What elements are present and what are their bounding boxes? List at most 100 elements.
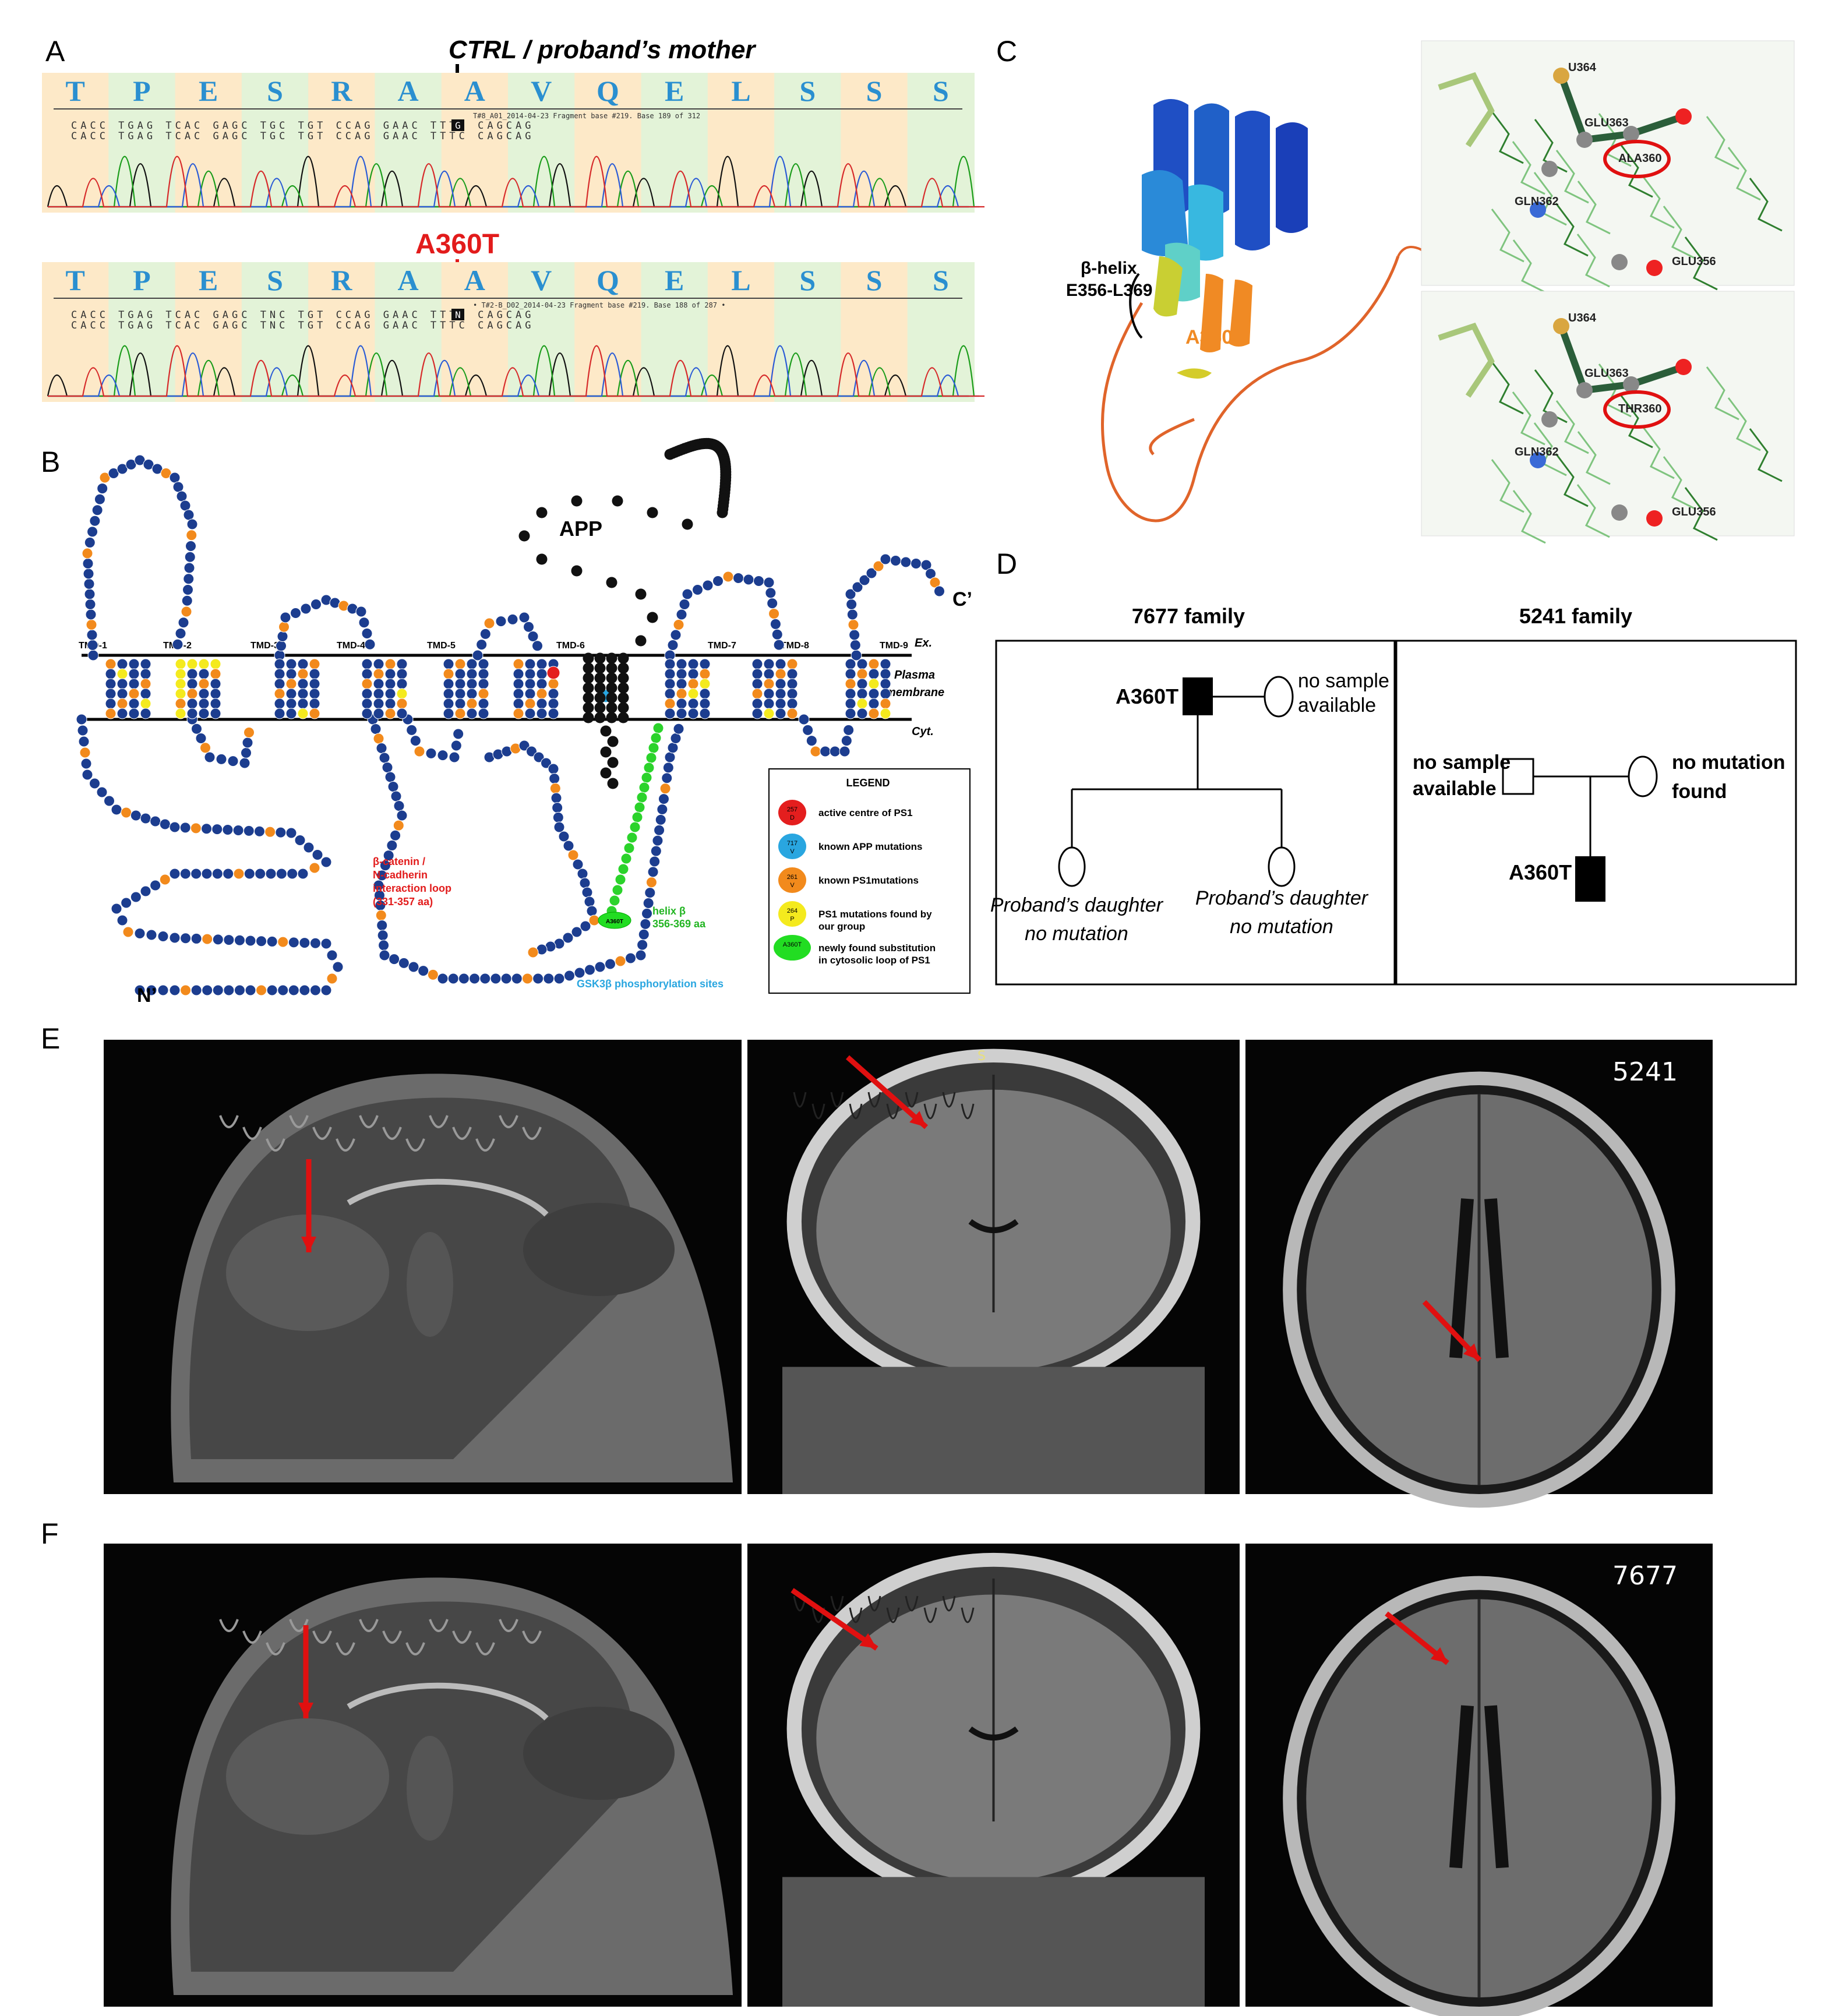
legend-item-text: active centre of PS1 (818, 807, 913, 818)
amino-acid-letter: R (331, 264, 352, 296)
ctrl-label: CTRL / proband’s mother (449, 36, 757, 64)
svg-text:356-369 aa: 356-369 aa (652, 918, 706, 930)
amino-acid-letter: A (398, 264, 419, 296)
highlighted-base: N (455, 309, 461, 320)
panel-c-structure: β-helix E356-L369 A360 U364GLU363ALA360G… (1066, 40, 1795, 544)
ex-label: Ex. (915, 637, 932, 649)
svg-text:available: available (1298, 694, 1376, 716)
tmd-label: TMD-6 (556, 641, 585, 651)
amino-acid-letter: E (199, 75, 218, 107)
tmd-label: TMD-4 (337, 641, 365, 651)
mother-5241-circle (1628, 755, 1658, 797)
base-sequence-2: CACC TGAG TCAC GAGC TNC TGT CCAG GAAC TT… (71, 320, 535, 331)
base-sequence-2: CACC TGAG TCAC GAGC TGC TGT CCAG GAAC TT… (71, 130, 535, 142)
gsk-label: GSK3β phosphorylation sites (577, 978, 724, 990)
ps1-bead-chain: A360T (76, 454, 945, 996)
svg-text:found: found (1672, 781, 1727, 803)
chromatogram-top-bg (42, 73, 975, 213)
a360-label: A360 (1185, 326, 1233, 348)
helix-beta-label: helix β 356-369 aa (652, 905, 706, 930)
beta-helix-range: E356-L369 (1066, 281, 1152, 300)
legend-badge (778, 901, 806, 927)
amino-acid-letter: L (731, 75, 750, 107)
panel-label-d: D (996, 548, 1017, 580)
amino-acid-letter: T (65, 75, 84, 107)
mri-axial (1245, 1544, 1713, 2016)
legend-badge (778, 800, 806, 825)
mri-coronal (747, 1544, 1240, 2007)
panel-d-pedigrees: 7677 family 5241 family A360T no sample … (990, 604, 1797, 986)
legend-item-text: PS1 mutations found by (818, 909, 932, 920)
proband-7677-label: A360T (1116, 684, 1178, 708)
mri-axial (1245, 1040, 1713, 1508)
a360t-badge: A360T (606, 919, 623, 925)
svg-text:A360T: A360T (783, 941, 802, 948)
c-terminus-label: C’ (952, 588, 972, 610)
red-arrow (846, 1055, 928, 1129)
residue-label: GLN362 (1515, 195, 1559, 208)
amino-acid-letter: S (799, 75, 816, 107)
app-label: APP (559, 517, 602, 541)
panel-a-chromatograms: CTRL / proband’s mother T P E S R A A V Q E L S S S T#… (42, 36, 984, 402)
amino-acid-letter: V (531, 75, 552, 107)
panel-label-e: E (41, 1022, 60, 1055)
amino-acid-letter: T (65, 264, 84, 296)
svg-text:no sample: no sample (1298, 670, 1389, 692)
amino-acid-letter: V (531, 264, 552, 296)
legend-badge (778, 867, 806, 893)
mri-coronal (747, 1040, 1240, 1494)
svg-text:helix β: helix β (652, 905, 686, 917)
residue-label: THR360 (1618, 403, 1661, 415)
svg-text:P: P (790, 916, 794, 923)
proband-5241-square (1575, 856, 1605, 902)
mri-sagittal (104, 1040, 742, 1494)
amino-acid-letter: S (933, 264, 949, 296)
residue-label: GLN362 (1515, 446, 1559, 458)
amino-acid-letter: S (799, 264, 816, 296)
svg-text:N-cadherin: N-cadherin (373, 869, 428, 881)
amino-acid-letter: R (331, 75, 352, 107)
read-header: T#8_A01_2014-04-23 Fragment base #219. B… (473, 112, 700, 120)
pedigree-box-7677 (995, 640, 1396, 986)
svg-text:Proband’s daughter: Proband’s daughter (990, 894, 1164, 916)
mri-sagittal (104, 1544, 742, 2007)
amino-acid-letter: Q (597, 264, 619, 296)
panel-label-a: A (45, 35, 65, 68)
svg-text:D: D (790, 814, 795, 821)
amino-acid-letter: S (267, 75, 283, 107)
svg-text:717: 717 (787, 840, 797, 847)
tmd-labels: TMD-1TMD-2TMD-3TMD-4TMD-5TMD-6TMD-7TMD-8… (79, 641, 908, 651)
id-5241-label: 5241 (1612, 1057, 1678, 1087)
mri-panels (104, 1040, 1713, 2016)
chromatogram-bottom-bg (42, 262, 975, 402)
residue-label: GLU363 (1584, 367, 1629, 380)
proband-7677-square (1183, 677, 1213, 715)
amino-acid-letter: A (464, 75, 485, 107)
highlighted-base: G (455, 120, 461, 131)
app-bead-chain (518, 437, 732, 789)
amino-acid-letter: E (665, 75, 684, 107)
svg-text:Proband’s daughter: Proband’s daughter (1195, 887, 1369, 909)
red-arrow (791, 1588, 878, 1651)
amino-acid-letter: A (464, 264, 485, 296)
n-terminus-label: N’ (137, 984, 157, 1007)
pedigree-box-5241 (1395, 640, 1797, 986)
proband-5241-label: A360T (1509, 860, 1572, 884)
panel-b-topology: TMD-1TMD-2TMD-3TMD-4TMD-5TMD-6TMD-7TMD-8… (76, 437, 972, 1007)
legend-item-text: known APP mutations (818, 841, 923, 852)
mutation-label: A360T (415, 229, 499, 260)
base-sequence-1: CACC TGAG TCAC GAGC TNC TGT CCAG GAAC TT… (71, 309, 535, 321)
panel-label-c: C (996, 35, 1017, 68)
residue-label: GLU356 (1672, 506, 1716, 518)
svg-text:(331-357 aa): (331-357 aa) (373, 896, 433, 908)
family-5241-title: 5241 family (1519, 604, 1632, 628)
amino-acid-letter: S (866, 75, 883, 107)
family-7677-title: 7677 family (1132, 604, 1245, 628)
amino-acid-letter: P (133, 264, 151, 296)
residue-label: GLU356 (1672, 255, 1716, 268)
amino-acid-letter: E (665, 264, 684, 296)
